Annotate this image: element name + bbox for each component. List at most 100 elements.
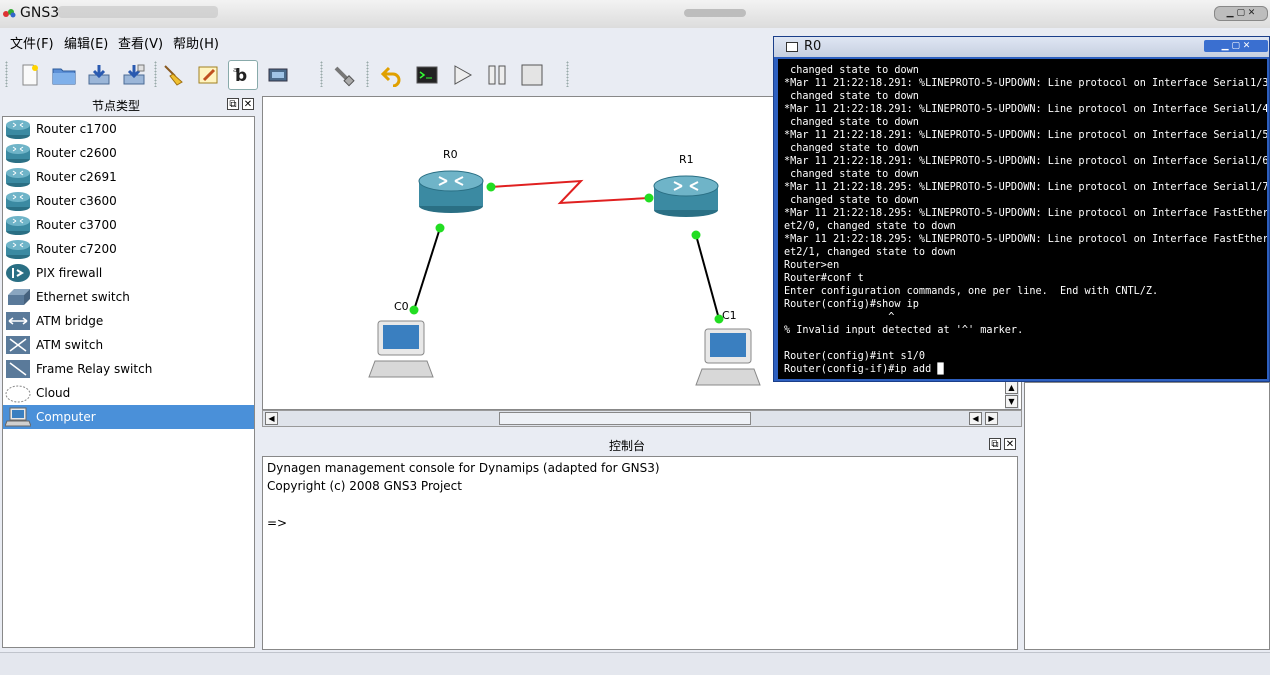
console-output[interactable]: Dynagen management console for Dynamips … [262, 456, 1018, 650]
toolbar-grip[interactable] [566, 61, 569, 87]
gns3-logo-icon [3, 9, 16, 18]
float-panel-icon[interactable]: ⧉ [227, 98, 239, 110]
new-file-icon[interactable] [15, 60, 45, 90]
float-panel-icon[interactable]: ⧉ [989, 438, 1001, 450]
device-label-r1: R1 [679, 153, 694, 166]
terminal-line: Router(config-if)#ip add █ [784, 364, 944, 375]
menu-file[interactable]: 文件(F) [10, 37, 54, 52]
terminal-line: Router#conf t [784, 273, 864, 284]
terminal-line: *Mar 11 21:22:18.291: %LINEPROTO-5-UPDOW… [784, 104, 1267, 115]
node-type-label: Computer [36, 410, 96, 424]
firewall-icon [5, 263, 31, 283]
close-icon[interactable]: ✕ [1004, 438, 1016, 450]
port-dot[interactable] [714, 314, 724, 324]
save-as-icon[interactable] [119, 60, 149, 90]
node-type-item[interactable]: Router c2691 [3, 165, 254, 189]
stop-icon[interactable] [517, 60, 547, 90]
console-title: 控制台 [609, 439, 646, 453]
scroll-up-icon[interactable]: ▲ [1005, 381, 1018, 394]
menu-edit[interactable]: 编辑(E) [64, 37, 109, 52]
terminal-line: et2/0, changed state to down [784, 221, 956, 232]
node-type-item[interactable]: Router c3600 [3, 189, 254, 213]
undo-icon[interactable] [377, 60, 407, 90]
terminal-title-bar[interactable]: R0 ▁ ▢ ✕ [774, 37, 1269, 57]
open-folder-icon[interactable] [49, 60, 79, 90]
toolbar-grip[interactable] [5, 61, 8, 87]
node-panel-title: 节点类型 [92, 99, 141, 113]
computer-c1-icon[interactable] [695, 328, 761, 386]
node-type-item[interactable]: ATM bridge [3, 309, 254, 333]
serial-link[interactable] [490, 179, 650, 205]
terminal-line: changed state to down [784, 65, 919, 76]
toolbar-grip[interactable] [366, 61, 369, 87]
atm-switch-icon [5, 335, 31, 355]
menu-view[interactable]: 查看(V) [118, 37, 164, 52]
terminal-window-r0[interactable]: R0 ▁ ▢ ✕ changed state to down *Mar 11 21… [773, 36, 1270, 382]
terminal-window-controls[interactable]: ▁ ▢ ✕ [1204, 40, 1268, 52]
link-cable-icon[interactable] [329, 60, 359, 90]
terminal-line: changed state to down [784, 195, 919, 206]
router-icon [5, 119, 31, 139]
node-type-label: Frame Relay switch [36, 362, 153, 376]
node-type-item[interactable]: Router c3700 [3, 213, 254, 237]
svg-text:b: b [235, 66, 247, 86]
clear-broom-icon[interactable] [158, 60, 188, 90]
port-dot[interactable] [409, 305, 419, 315]
topology-svg: R0 R1 C0 C1 [368, 148, 761, 386]
right-side-panel [1024, 382, 1270, 650]
terminal-line: changed state to down [784, 117, 919, 128]
node-type-item[interactable]: PIX firewall [3, 261, 254, 285]
screenshot-icon[interactable] [263, 60, 293, 90]
window-controls[interactable]: ▁ ▢ ✕ [1214, 6, 1268, 21]
terminal-line: changed state to down [784, 143, 919, 154]
pause-icon[interactable] [482, 60, 512, 90]
terminal-line: ^ [784, 312, 895, 323]
note-pencil-icon[interactable] [193, 60, 223, 90]
scroll-down-icon[interactable]: ▼ [1005, 395, 1018, 408]
menu-help[interactable]: 帮助(H) [173, 37, 219, 52]
toolbar-grip[interactable] [320, 61, 323, 87]
node-type-item[interactable]: Ethernet switch [3, 285, 254, 309]
ethernet-link-r1-c1[interactable] [695, 234, 720, 320]
terminal-screen[interactable]: changed state to down *Mar 11 21:22:18.29… [778, 59, 1267, 379]
computer-c0-icon[interactable] [368, 320, 434, 378]
scroll-left-icon[interactable]: ◀ [265, 412, 278, 425]
node-type-item[interactable]: Computer [3, 405, 254, 429]
horizontal-scrollbar[interactable]: ◀ ◀ ▶ [262, 410, 1022, 427]
node-type-item[interactable]: Frame Relay switch [3, 357, 254, 381]
port-dot[interactable] [644, 193, 654, 203]
vertical-scrollbar[interactable]: ▲ ▼ [1005, 381, 1019, 409]
node-type-item[interactable]: Router c7200 [3, 237, 254, 261]
window-title-bar: GNS3 ▁ ▢ ✕ [0, 0, 1270, 29]
node-type-item[interactable]: Router c1700 [3, 117, 254, 141]
node-type-item[interactable]: Cloud [3, 381, 254, 405]
device-label-c1: C1 [722, 309, 737, 322]
router-r0-icon[interactable] [418, 170, 484, 213]
scroll-right-icon[interactable]: ▶ [985, 412, 998, 425]
port-dot[interactable] [486, 182, 496, 192]
node-type-label: Router c3600 [36, 194, 117, 208]
console-prompt: => [267, 516, 288, 530]
node-type-item[interactable]: ATM switch [3, 333, 254, 357]
start-play-icon[interactable] [447, 60, 477, 90]
port-dot[interactable] [691, 230, 701, 240]
port-dot[interactable] [435, 223, 445, 233]
status-bar [0, 652, 1270, 675]
router-icon [5, 215, 31, 235]
node-type-item[interactable]: Router c2600 [3, 141, 254, 165]
close-icon[interactable]: ✕ [242, 98, 254, 110]
console-terminal-icon[interactable] [412, 60, 442, 90]
ethernet-link-r0-c0[interactable] [413, 227, 441, 311]
toolbar-grip[interactable] [154, 61, 157, 87]
router-r1-icon[interactable] [653, 175, 719, 217]
node-type-label: PIX firewall [36, 266, 103, 280]
terminal-line: Router(config)#int s1/0 [784, 351, 926, 362]
router-icon [5, 143, 31, 163]
router-icon [5, 167, 31, 187]
scroll-left-icon[interactable]: ◀ [969, 412, 982, 425]
scrollbar-thumb[interactable] [499, 412, 751, 425]
save-icon[interactable] [84, 60, 114, 90]
